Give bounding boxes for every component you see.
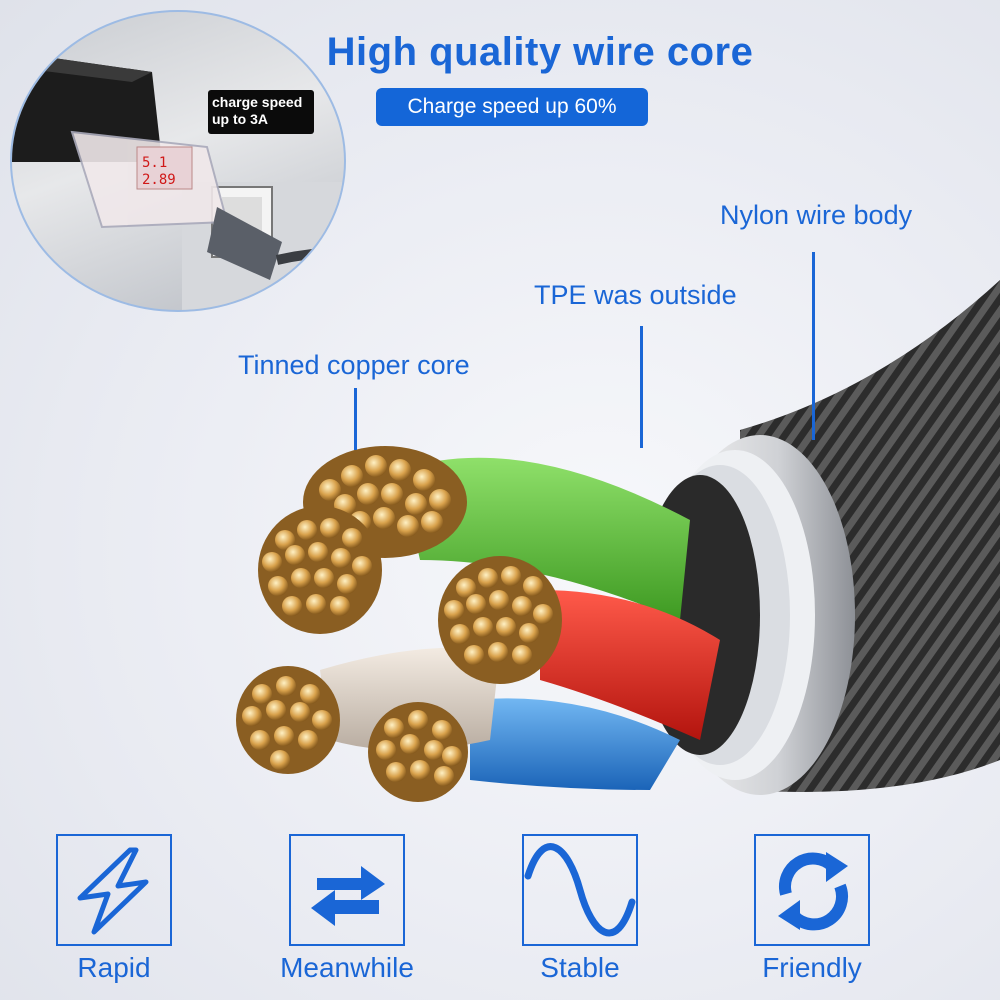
feature-friendly-label: Friendly bbox=[762, 952, 862, 983]
green-wire bbox=[400, 457, 690, 620]
swap-arrows-icon bbox=[311, 866, 385, 926]
copper-bundle-right bbox=[438, 556, 562, 684]
refresh-icon bbox=[778, 852, 848, 931]
copper-bundle-bottom-right bbox=[368, 702, 468, 802]
feature-rapid-label: Rapid bbox=[77, 952, 151, 983]
callout-copper-label: Tinned copper core bbox=[238, 350, 470, 380]
svg-text:2.89: 2.89 bbox=[142, 172, 176, 188]
feature-meanwhile-label: Meanwhile bbox=[280, 952, 414, 983]
speed-badge: Charge speed up 60% bbox=[376, 88, 648, 126]
feature-rapid-box bbox=[56, 834, 172, 946]
callout-nylon-label: Nylon wire body bbox=[720, 200, 913, 230]
callout-copper-leader bbox=[354, 388, 357, 450]
charge-speed-label-line2: up to 3A bbox=[212, 111, 268, 127]
feature-friendly-box bbox=[754, 834, 870, 946]
feature-stable-box bbox=[522, 834, 638, 946]
copper-bundle-left bbox=[258, 506, 382, 634]
charge-speed-label-line1: charge speed bbox=[212, 94, 303, 110]
red-wire bbox=[540, 590, 720, 740]
feature-stable-label: Stable bbox=[540, 952, 620, 983]
callout-tpe-leader bbox=[640, 326, 643, 448]
page-title: High quality wire core bbox=[326, 30, 754, 74]
blue-wire bbox=[470, 698, 680, 790]
svg-text:5.1: 5.1 bbox=[142, 155, 167, 171]
copper-bundle-top bbox=[303, 446, 467, 558]
callout-tpe-label: TPE was outside bbox=[534, 280, 737, 310]
charge-speed-label: charge speed up to 3A bbox=[208, 90, 314, 134]
sine-wave-icon bbox=[524, 843, 636, 937]
lightning-icon bbox=[77, 847, 149, 935]
callout-nylon-leader bbox=[812, 252, 815, 440]
cable-cross-section-illustration bbox=[236, 280, 1000, 802]
feature-meanwhile-box bbox=[289, 834, 405, 946]
copper-bundle-bottom-left bbox=[236, 666, 340, 774]
